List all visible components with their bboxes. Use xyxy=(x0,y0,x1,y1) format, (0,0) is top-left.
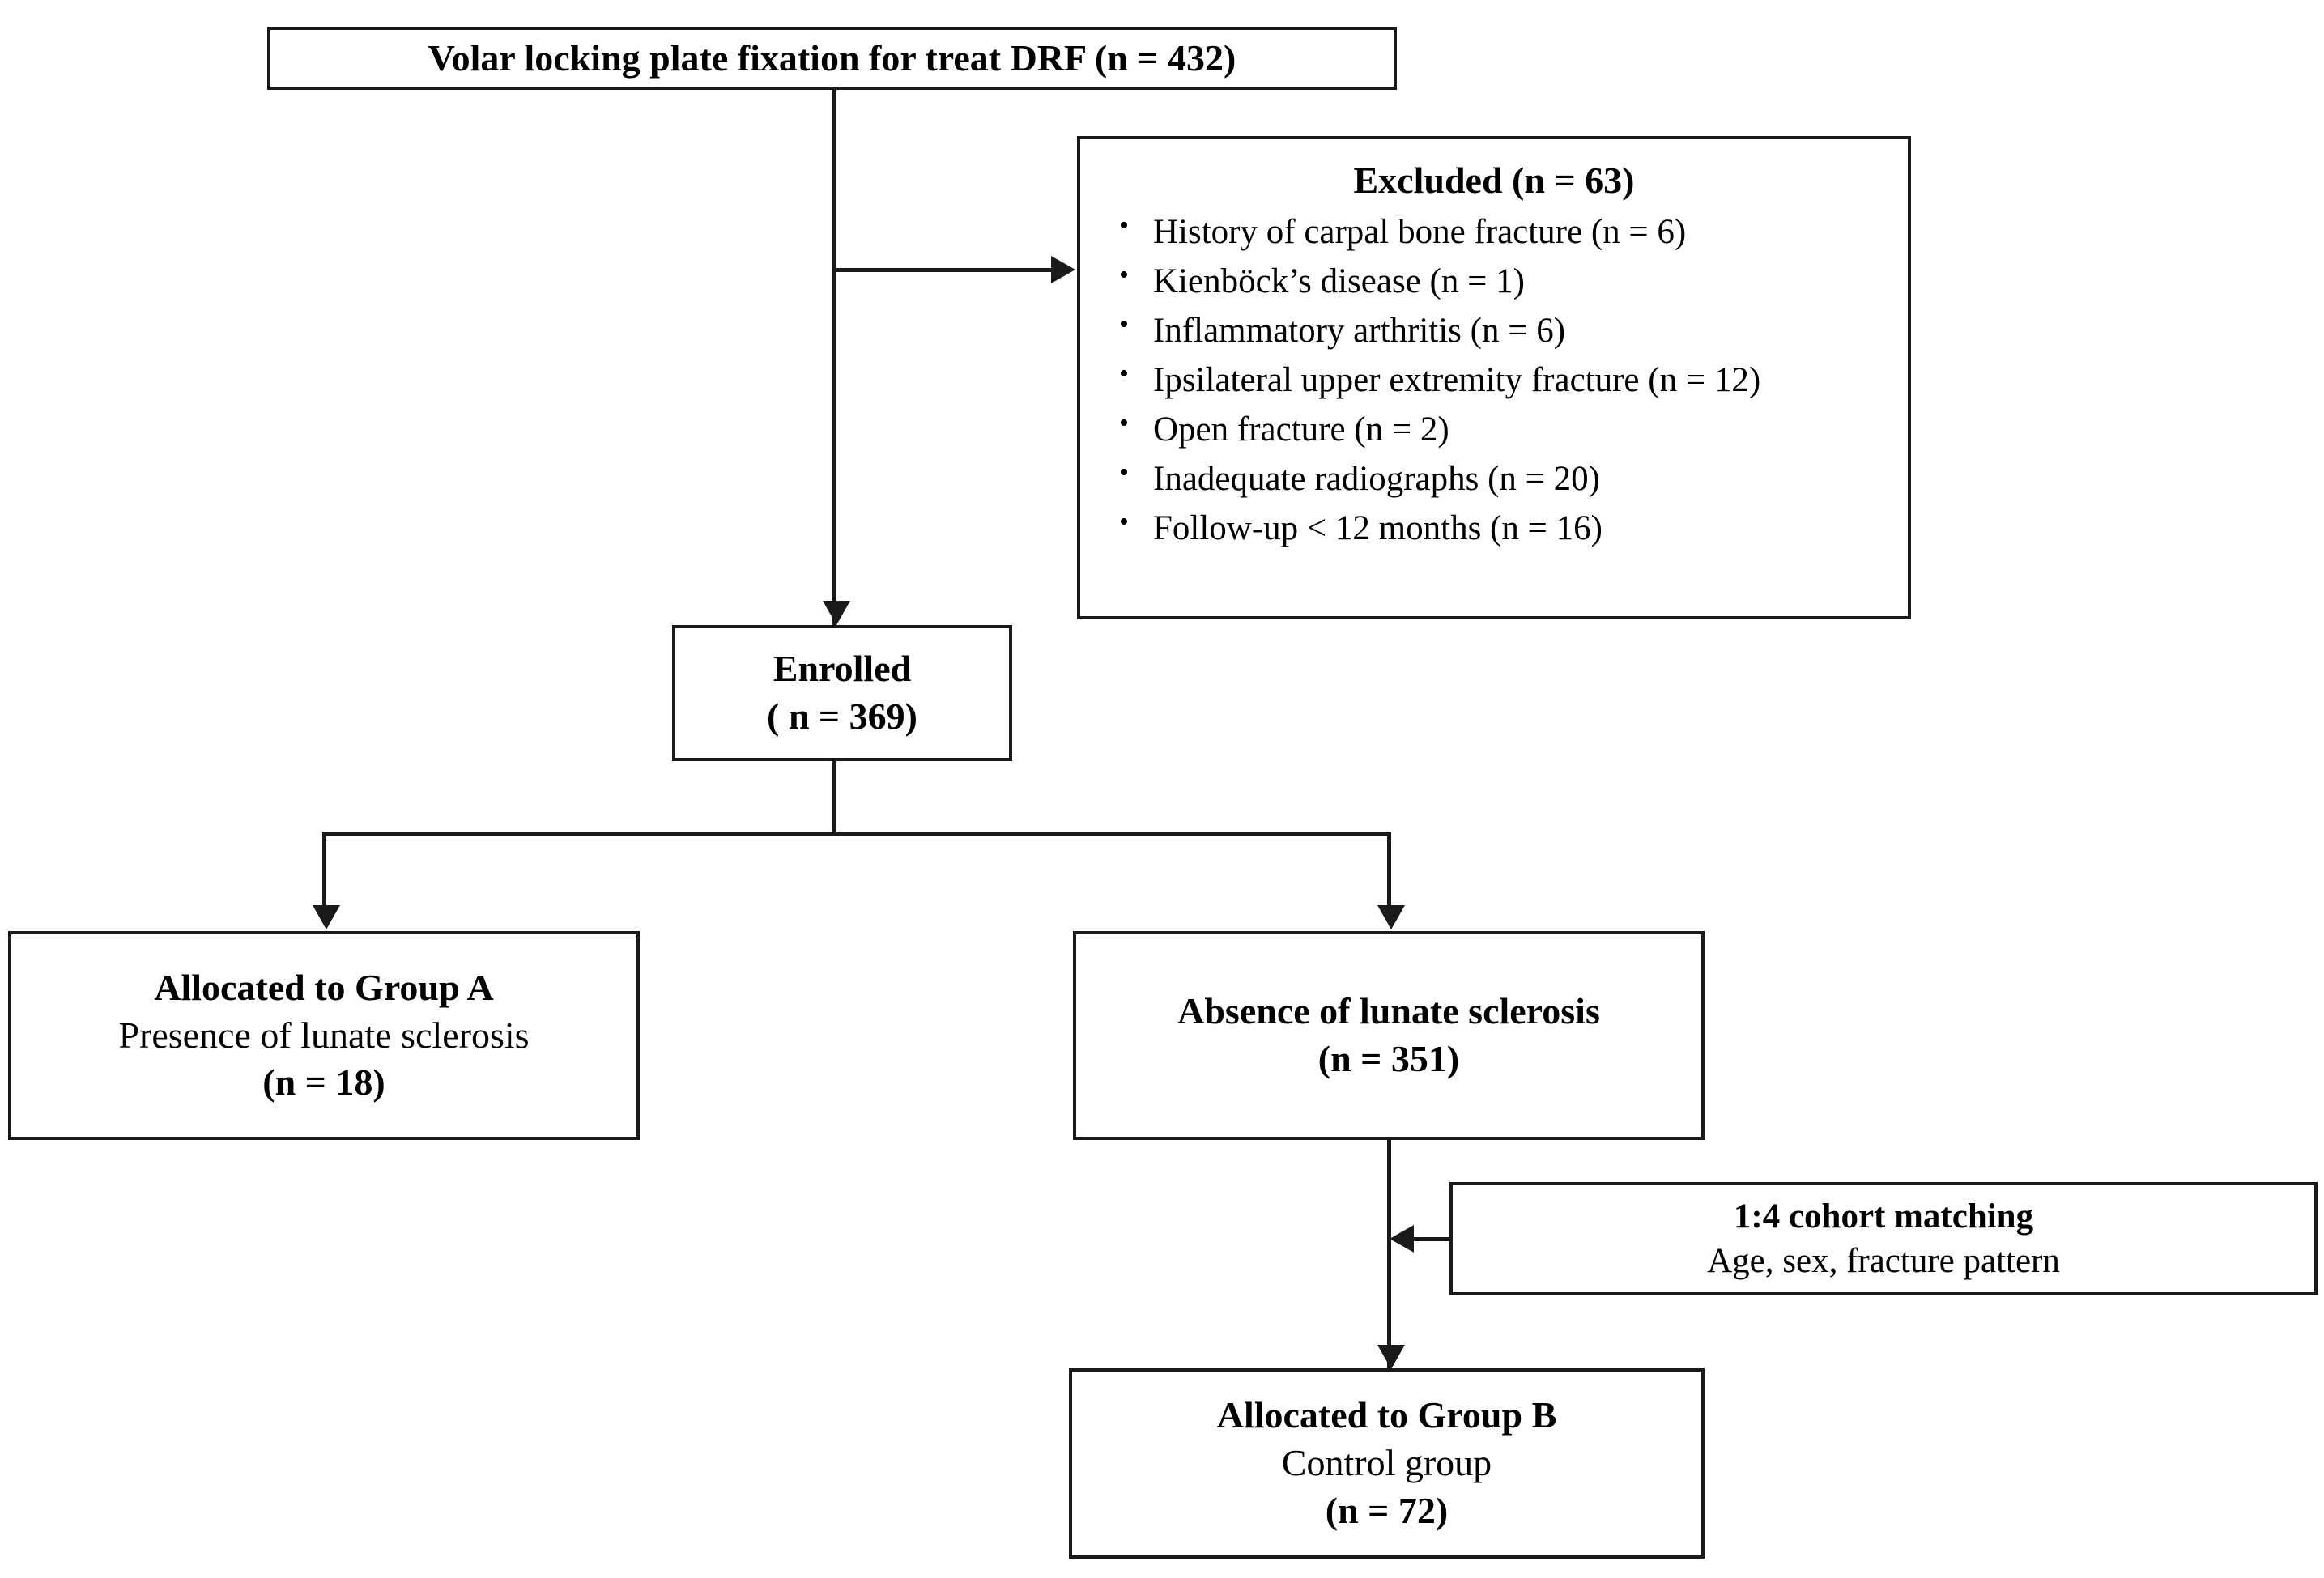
arrowhead-into-absence xyxy=(1377,905,1405,929)
arrowhead-into-group-a xyxy=(313,905,340,929)
excluded-title: Excluded (n = 63) xyxy=(1353,160,1635,201)
arrowhead-into-excluded xyxy=(1051,256,1075,283)
arrowhead-cohort-matching xyxy=(1390,1225,1414,1253)
connector-allocation-split-bar xyxy=(322,832,1391,836)
list-item: Follow-up < 12 months (n = 16) xyxy=(1113,504,1898,551)
node-enrolled: Enrolled ( n = 369) xyxy=(672,625,1012,761)
list-item: History of carpal bone fracture (n = 6) xyxy=(1113,208,1898,254)
enrollment-source-label: Volar locking plate fixation for treat D… xyxy=(428,36,1236,79)
absence-line-1: Absence of lunate sclerosis xyxy=(1177,990,1600,1032)
connector-absence-to-group-b xyxy=(1387,1140,1391,1393)
arrowhead-into-enrolled xyxy=(823,601,850,625)
list-item: Inflammatory arthritis (n = 6) xyxy=(1113,307,1898,353)
connector-enrolled-stem xyxy=(832,761,836,836)
connector-source-to-enrolled xyxy=(832,90,836,729)
absence-line-2: (n = 351) xyxy=(1317,1038,1460,1079)
connector-to-group-a xyxy=(322,832,326,908)
node-group-a: Allocated to Group A Presence of lunate … xyxy=(8,931,640,1140)
list-item: Kienböck’s disease (n = 1) xyxy=(1113,257,1898,304)
arrowhead-into-group-b xyxy=(1377,1345,1405,1369)
cohort-matching-line-2: Age, sex, fracture pattern xyxy=(1707,1242,2060,1280)
node-cohort-matching: 1:4 cohort matching Age, sex, fracture p… xyxy=(1449,1182,2318,1295)
enrolled-line-2: ( n = 369) xyxy=(767,695,917,737)
node-excluded: Excluded (n = 63) History of carpal bone… xyxy=(1077,136,1911,619)
group-a-line-1: Allocated to Group A xyxy=(154,966,494,1008)
list-item: Open fracture (n = 2) xyxy=(1113,406,1898,452)
list-item: Inadequate radiographs (n = 20) xyxy=(1113,455,1898,501)
node-group-b: Allocated to Group B Control group (n = … xyxy=(1069,1368,1705,1559)
group-b-line-1: Allocated to Group B xyxy=(1216,1394,1557,1436)
connector-source-to-excluded xyxy=(832,268,1053,272)
connector-cohort-matching xyxy=(1413,1237,1452,1241)
excluded-reason-list: History of carpal bone fracture (n = 6) … xyxy=(1101,208,1898,555)
node-absence-of-lunate-sclerosis: Absence of lunate sclerosis (n = 351) xyxy=(1073,931,1705,1140)
group-a-line-2: Presence of lunate sclerosis xyxy=(118,1014,530,1056)
cohort-matching-line-1: 1:4 cohort matching xyxy=(1733,1197,2034,1236)
connector-to-absence xyxy=(1387,832,1391,908)
enrolled-line-1: Enrolled xyxy=(773,648,912,690)
group-b-line-3: (n = 72) xyxy=(1325,1489,1449,1531)
node-enrollment-source: Volar locking plate fixation for treat D… xyxy=(267,27,1397,90)
group-a-line-3: (n = 18) xyxy=(262,1061,385,1104)
list-item: Ipsilateral upper extremity fracture (n … xyxy=(1113,356,1898,402)
group-b-line-2: Control group xyxy=(1281,1442,1492,1484)
